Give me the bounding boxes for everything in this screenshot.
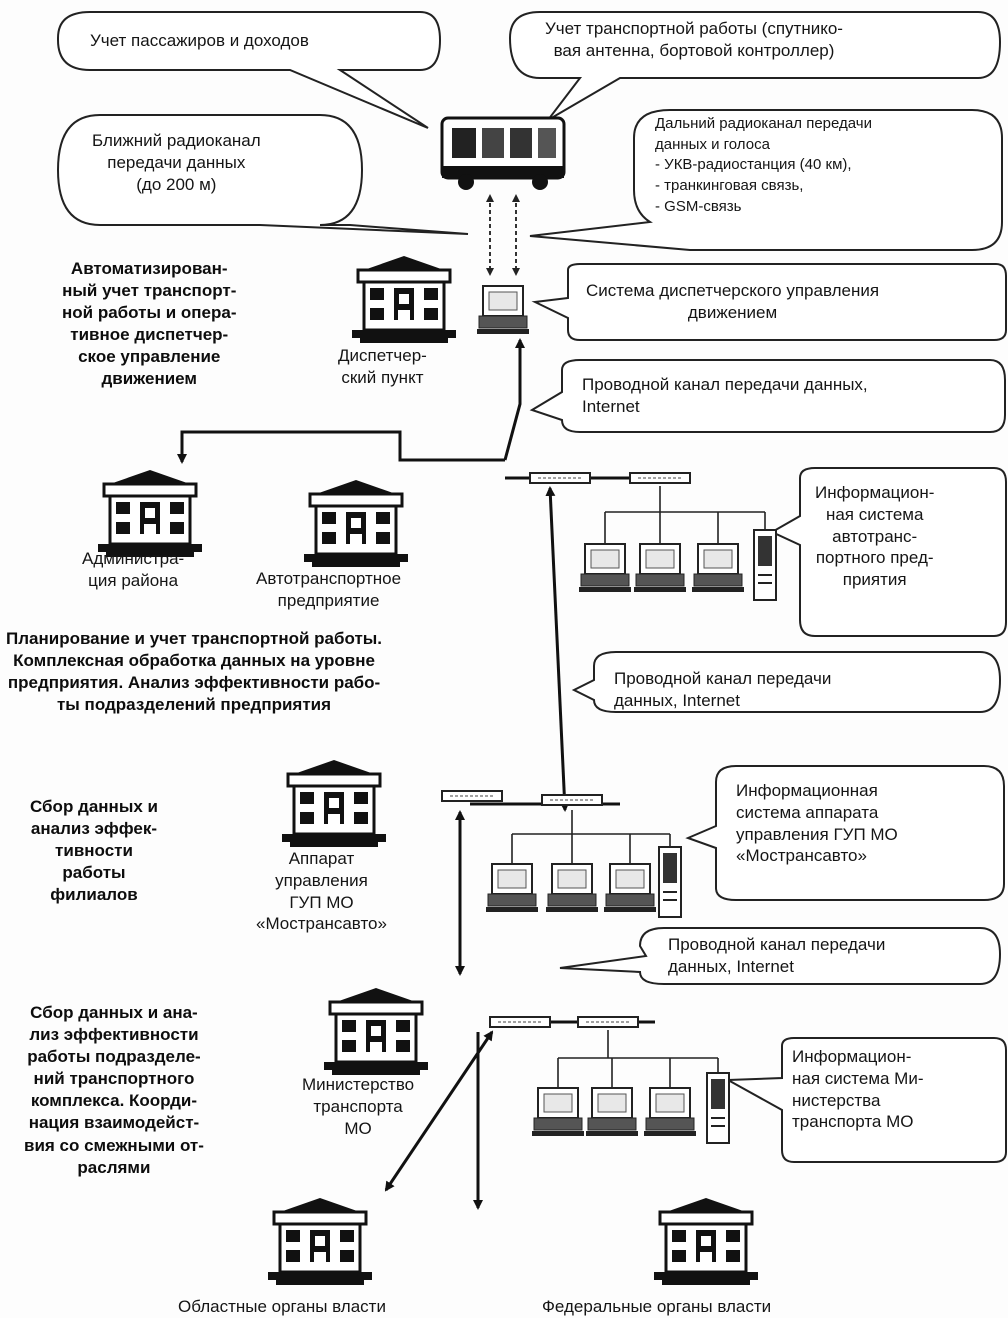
building-gup-icon — [280, 758, 388, 849]
radio-link-arrows — [486, 194, 520, 276]
gup-network-icons — [441, 790, 682, 918]
dispatch-workstation-icon — [476, 285, 530, 335]
building-district-admin-label: Администра-ция района — [82, 549, 185, 590]
callout-transport-work-text: Учет транспортной работы (спутнико-вая а… — [545, 19, 843, 60]
callout-short-radio-bubble — [56, 114, 469, 235]
speech-bubbles — [56, 11, 1007, 1163]
bus-icon — [440, 116, 566, 190]
building-atp-icon — [302, 478, 410, 569]
callout-passengers-text: Учет пассажиров и доходов — [90, 31, 309, 50]
callout-is-ministry-bubble — [724, 1037, 1007, 1163]
lan-wiring — [511, 486, 766, 1090]
callout-wired-1-text: Проводной канал передачи данных,Internet — [582, 375, 868, 416]
callout-wired-3-bubble — [559, 927, 1002, 985]
building-federal-label: Федеральные органы власти — [542, 1297, 772, 1316]
building-regional-icon — [266, 1196, 374, 1287]
callout-passengers-bubble — [57, 11, 442, 129]
callout-wired-1-bubble — [529, 359, 1006, 433]
building-ministry-icon — [322, 986, 430, 1077]
level-1-description: Автоматизирован-ный учет транспорт-ной р… — [62, 259, 237, 389]
callout-is-gup-bubble — [685, 765, 1005, 901]
callout-is-atp-bubble — [769, 467, 1007, 637]
building-federal-icon — [652, 1196, 760, 1287]
callout-dispatch-system-bubble — [531, 263, 1007, 341]
callout-long-radio-bubble — [529, 109, 1003, 251]
network-lines — [177, 338, 655, 1210]
building-dispatch-point-icon — [350, 254, 458, 345]
callout-transport-work-bubble — [508, 11, 1002, 121]
building-district-admin-icon — [96, 468, 204, 559]
building-regional-label: Областные органы власти — [178, 1297, 386, 1316]
ministry-network-icons — [489, 1016, 730, 1144]
level-2-description: Планирование и учет транспортной работы.… — [6, 629, 383, 715]
atp-network-icons — [529, 472, 777, 601]
building-dispatch-point-label: Диспетчер-ский пункт — [338, 346, 427, 387]
callout-wired-2-bubble — [571, 651, 1002, 713]
